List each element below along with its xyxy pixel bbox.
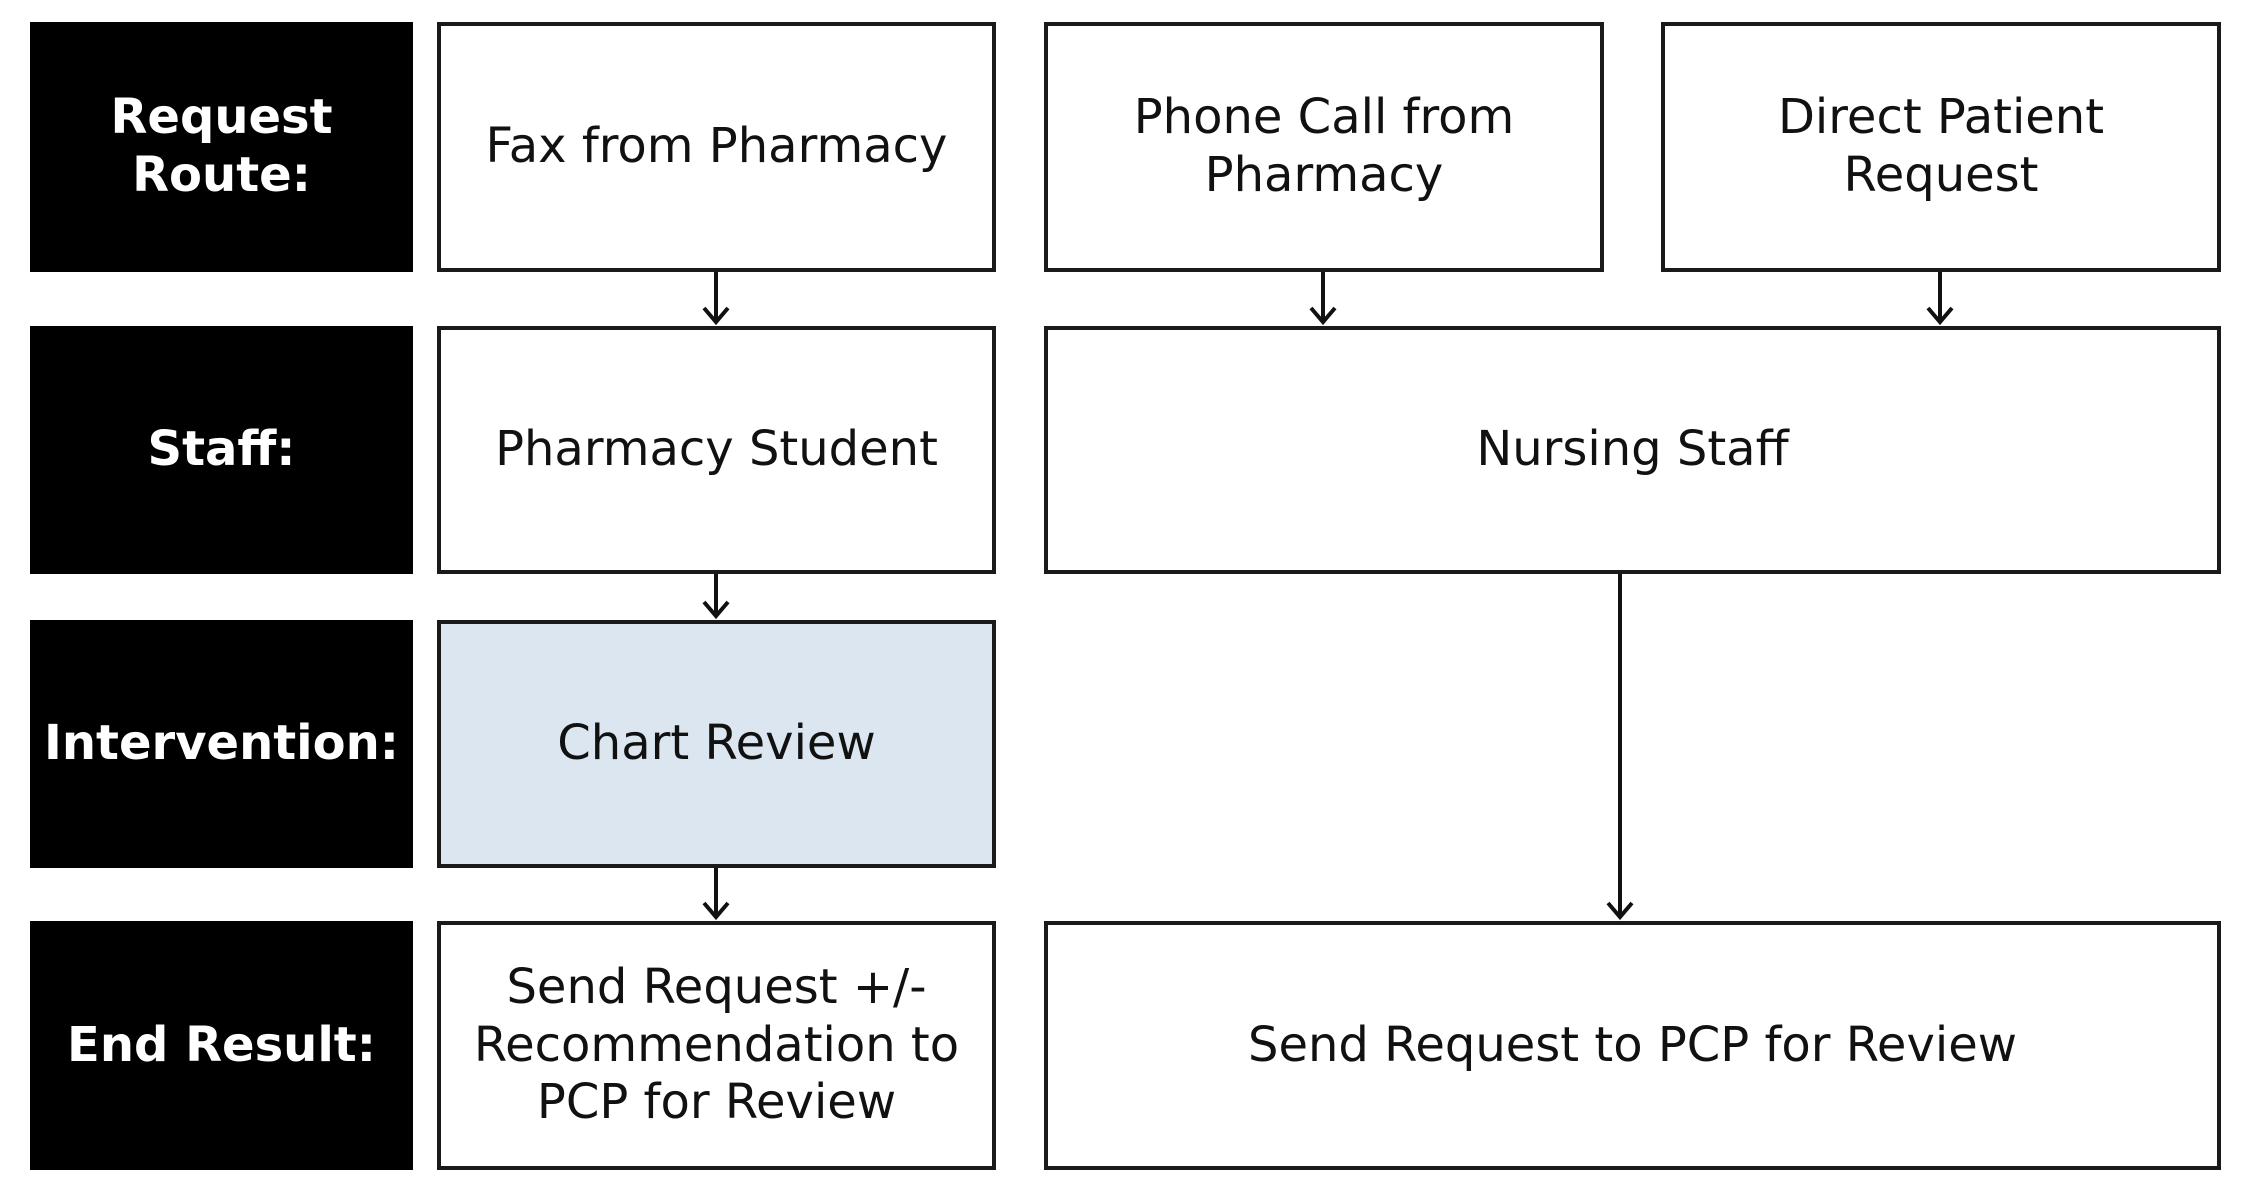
node-phone-call-from-pharmacy: Phone Call from Pharmacy: [1044, 22, 1604, 272]
row-label-end-result-text: End Result:: [67, 1016, 376, 1073]
node-send-request-pcp: Send Request to PCP for Review: [1044, 921, 2221, 1170]
arrow-direct-to-nursing: [1926, 272, 1954, 326]
node-send-request-recommendation: Send Request +/- Recommendation to PCP f…: [437, 921, 996, 1170]
node-fax-from-pharmacy: Fax from Pharmacy: [437, 22, 996, 272]
node-chart-review-text: Chart Review: [557, 715, 876, 772]
node-phone-call-from-pharmacy-text: Phone Call from Pharmacy: [1133, 89, 1515, 203]
arrow-chart-review-to-end-result: [702, 868, 730, 921]
row-label-intervention: Intervention:: [30, 620, 413, 868]
row-label-staff-text: Staff:: [147, 421, 296, 478]
arrow-nursing-to-pcp: [1606, 574, 1634, 921]
node-send-request-pcp-text: Send Request to PCP for Review: [1247, 1016, 2017, 1073]
node-pharmacy-student: Pharmacy Student: [437, 326, 996, 574]
row-label-staff: Staff:: [30, 326, 413, 574]
node-nursing-staff: Nursing Staff: [1044, 326, 2221, 574]
row-label-intervention-text: Intervention:: [44, 715, 399, 772]
node-pharmacy-student-text: Pharmacy Student: [495, 421, 938, 478]
node-direct-patient-request-text: Direct Patient Request: [1777, 89, 2105, 203]
row-label-end-result: End Result:: [30, 921, 413, 1170]
arrow-fax-to-student: [702, 272, 730, 326]
row-label-request-route-text: Request Route:: [110, 89, 333, 203]
node-nursing-staff-text: Nursing Staff: [1476, 421, 1789, 478]
arrow-student-to-chart-review: [702, 574, 730, 620]
node-direct-patient-request: Direct Patient Request: [1661, 22, 2221, 272]
node-fax-from-pharmacy-text: Fax from Pharmacy: [485, 118, 948, 175]
node-send-request-recommendation-text: Send Request +/- Recommendation to PCP f…: [473, 959, 960, 1131]
node-chart-review: Chart Review: [437, 620, 996, 868]
row-label-request-route: Request Route:: [30, 22, 413, 272]
arrow-phone-to-nursing: [1309, 272, 1337, 326]
